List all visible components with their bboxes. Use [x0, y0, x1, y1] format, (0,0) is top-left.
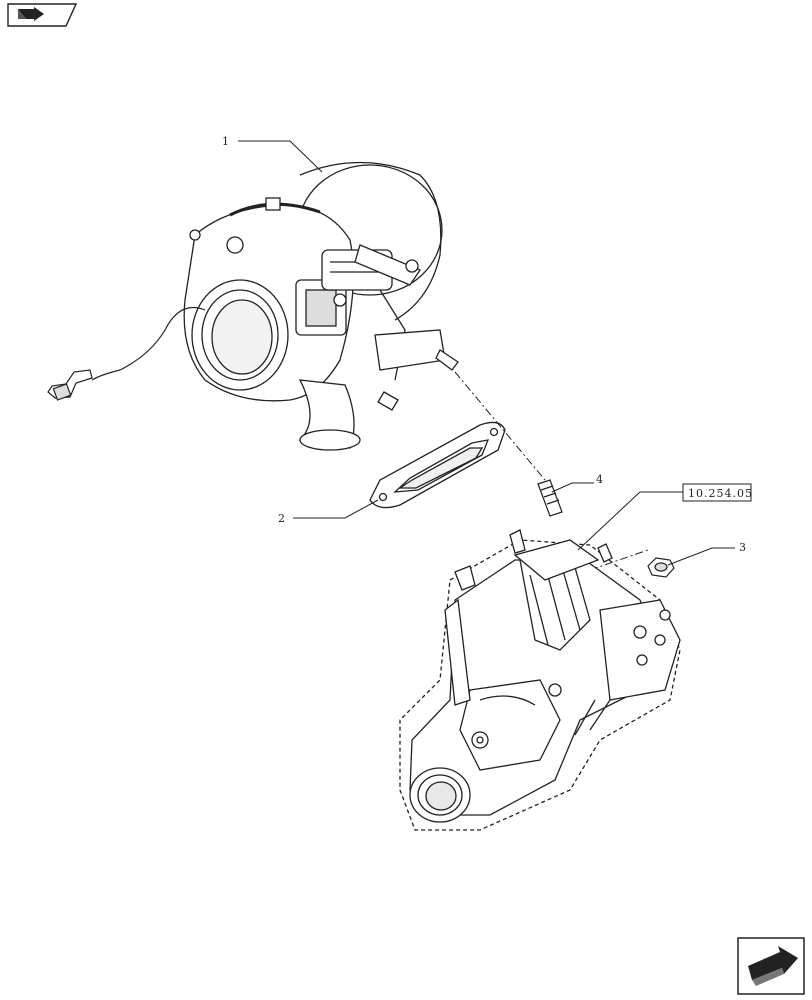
gasket: [369, 421, 506, 509]
nav-prev-button[interactable]: [7, 3, 78, 27]
sensor-cable: [47, 306, 206, 401]
stud: [537, 479, 563, 517]
callout-label-2: 2: [278, 512, 285, 525]
nav-next-button[interactable]: [737, 937, 805, 995]
exhaust-manifold: [399, 529, 681, 831]
reference-link[interactable]: 10.254.05: [682, 483, 753, 502]
back-arrow-icon: [18, 7, 44, 21]
turbocharger: [183, 161, 459, 451]
callout-label-4: 4: [596, 473, 603, 486]
callout-leaders: [238, 140, 735, 566]
callout-label-3: 3: [739, 541, 746, 554]
callout-label-1: 1: [222, 135, 229, 148]
next-page-arrow-icon: [748, 946, 798, 986]
alignment-lines: [454, 371, 649, 571]
reference-label: 10.254.05: [688, 487, 753, 500]
nut: [647, 557, 675, 578]
